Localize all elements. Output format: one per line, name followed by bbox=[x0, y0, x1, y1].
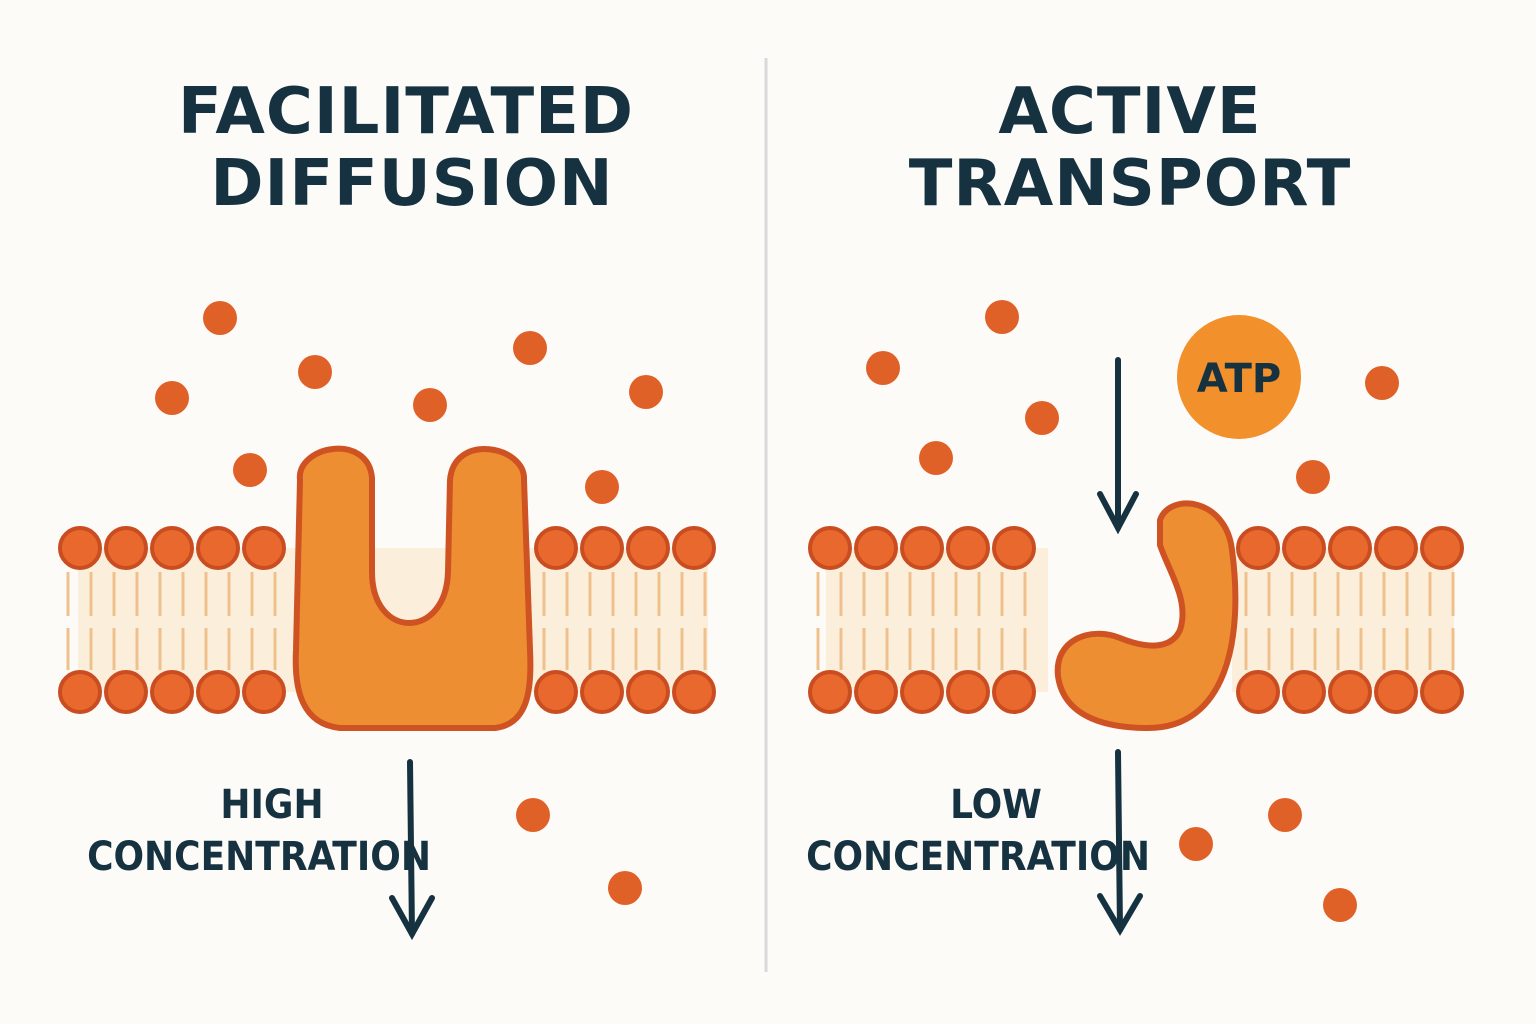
lipid-head bbox=[1236, 670, 1280, 714]
lipid-head bbox=[534, 526, 578, 570]
carrier-protein bbox=[1054, 500, 1239, 731]
left-panel: FACILITATED DIFFUSION HIGH CONCENTRATION bbox=[58, 75, 716, 941]
lipid-head bbox=[580, 670, 624, 714]
right-label-line1: LOW bbox=[950, 782, 1042, 828]
lipid-head bbox=[58, 526, 102, 570]
lipid-head bbox=[580, 526, 624, 570]
lipid-head bbox=[900, 526, 944, 570]
left-title-line2: DIFFUSION bbox=[210, 147, 613, 221]
lipid-head bbox=[150, 526, 194, 570]
left-title-line1: FACILITATED bbox=[178, 75, 634, 149]
left-particles bbox=[155, 301, 663, 905]
solute-particle bbox=[585, 470, 619, 504]
lipid-head bbox=[808, 526, 852, 570]
solute-particle bbox=[866, 351, 900, 385]
lipid-head bbox=[104, 526, 148, 570]
lipid-head bbox=[1420, 670, 1464, 714]
left-lipid-heads bbox=[58, 526, 716, 714]
solute-particle bbox=[413, 388, 447, 422]
solute-particle bbox=[1025, 401, 1059, 435]
solute-particle bbox=[1268, 798, 1302, 832]
lipid-head bbox=[242, 526, 286, 570]
lipid-head bbox=[626, 670, 670, 714]
lipid-head bbox=[1374, 670, 1418, 714]
lipid-head bbox=[196, 670, 240, 714]
lipid-head bbox=[672, 670, 716, 714]
right-bilayer-core-right bbox=[1232, 548, 1454, 692]
solute-particle bbox=[203, 301, 237, 335]
right-down-arrow bbox=[1097, 749, 1143, 936]
left-label-line2: CONCENTRATION bbox=[87, 834, 431, 880]
lipid-head bbox=[150, 670, 194, 714]
lipid-head bbox=[196, 526, 240, 570]
right-panel: ACTIVE TRANSPORT ATP LOW CONCENTRATION bbox=[806, 75, 1464, 936]
lipid-head bbox=[854, 670, 898, 714]
solute-particle bbox=[298, 355, 332, 389]
solute-particle bbox=[629, 375, 663, 409]
solute-particle bbox=[155, 381, 189, 415]
lipid-head bbox=[946, 670, 990, 714]
right-label-line2: CONCENTRATION bbox=[806, 834, 1150, 880]
lipid-head bbox=[58, 670, 102, 714]
right-lipid-tails bbox=[816, 572, 1455, 670]
atp-molecule bbox=[1177, 315, 1301, 439]
solute-particle bbox=[608, 871, 642, 905]
solute-particle bbox=[985, 300, 1019, 334]
right-lipid-heads bbox=[808, 526, 1464, 714]
solute-particle bbox=[233, 453, 267, 487]
right-upper-arrow bbox=[1097, 357, 1139, 535]
lipid-head bbox=[992, 670, 1036, 714]
channel-protein bbox=[292, 445, 534, 731]
lipid-head bbox=[242, 670, 286, 714]
left-label-line1: HIGH bbox=[220, 782, 323, 828]
solute-particle bbox=[1296, 460, 1330, 494]
lipid-head bbox=[1374, 526, 1418, 570]
lipid-head bbox=[808, 670, 852, 714]
solute-particle bbox=[919, 441, 953, 475]
lipid-head bbox=[854, 526, 898, 570]
solute-particle bbox=[1365, 366, 1399, 400]
atp-label: ATP bbox=[1197, 356, 1281, 402]
lipid-head bbox=[534, 670, 578, 714]
lipid-head bbox=[1328, 670, 1372, 714]
left-down-arrow bbox=[389, 759, 435, 941]
lipid-head bbox=[104, 670, 148, 714]
solute-particle bbox=[516, 798, 550, 832]
right-particles bbox=[866, 300, 1399, 922]
lipid-head bbox=[1420, 526, 1464, 570]
lipid-head bbox=[1282, 670, 1326, 714]
lipid-head bbox=[626, 526, 670, 570]
lipid-head bbox=[1328, 526, 1372, 570]
right-title-line1: ACTIVE bbox=[998, 75, 1261, 149]
lipid-head bbox=[1282, 526, 1326, 570]
lipid-head bbox=[672, 526, 716, 570]
solute-particle bbox=[1323, 888, 1357, 922]
lipid-head bbox=[992, 526, 1036, 570]
right-title-line2: TRANSPORT bbox=[909, 147, 1352, 221]
solute-particle bbox=[513, 331, 547, 365]
left-lipid-tails bbox=[66, 572, 707, 670]
solute-particle bbox=[1179, 827, 1213, 861]
lipid-head bbox=[1236, 526, 1280, 570]
lipid-head bbox=[946, 526, 990, 570]
lipid-head bbox=[900, 670, 944, 714]
